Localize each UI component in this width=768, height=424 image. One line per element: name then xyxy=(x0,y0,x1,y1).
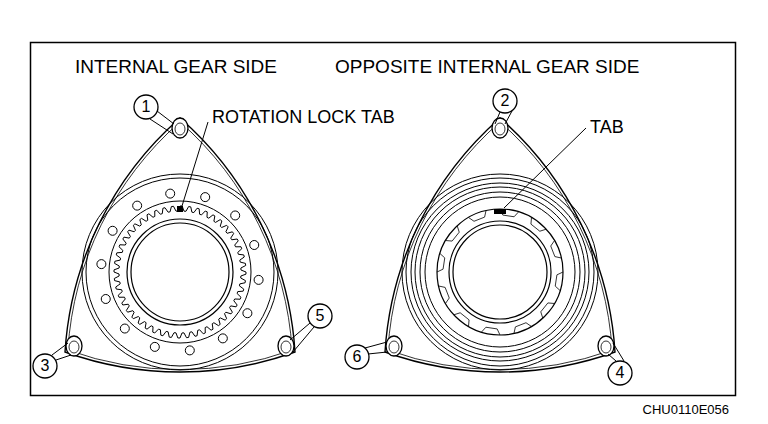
face-ring xyxy=(411,183,589,361)
leader-line xyxy=(157,111,174,124)
internal-gear-teeth xyxy=(114,206,246,338)
bolt-hole xyxy=(133,201,142,210)
bearing-notch xyxy=(481,327,500,335)
apex-seal-inner xyxy=(175,123,185,135)
rotor-opposite-side xyxy=(385,118,615,372)
bore xyxy=(131,223,229,321)
side-heading: INTERNAL GEAR SIDE xyxy=(75,57,277,76)
part-label: ROTATION LOCK TAB xyxy=(212,108,395,126)
bolt-hole xyxy=(243,309,252,318)
bolt-hole xyxy=(150,342,159,351)
bearing-ring xyxy=(437,209,563,335)
leader-line xyxy=(504,128,586,208)
bore xyxy=(453,225,547,319)
bolt-hole xyxy=(185,346,194,355)
bolt-hole xyxy=(250,241,259,250)
callout-circle xyxy=(493,89,517,113)
apex-seal-inner xyxy=(281,341,291,353)
callout-number: 5 xyxy=(316,308,325,324)
bolt-hole xyxy=(101,294,110,303)
face-ring xyxy=(415,187,585,357)
face-ring xyxy=(425,197,575,347)
callout-number: 3 xyxy=(41,358,50,374)
face-ring xyxy=(402,174,598,370)
part-label: TAB xyxy=(590,118,624,136)
bearing-notch xyxy=(514,323,532,334)
face-ring xyxy=(406,178,594,366)
bolt-hole xyxy=(108,226,117,235)
apex-seal-inner xyxy=(69,341,79,353)
figure-code: CHU0110E056 xyxy=(643,403,729,416)
callout-number: 6 xyxy=(353,349,362,365)
gear-ring xyxy=(109,201,251,343)
leader-line xyxy=(293,327,314,352)
face-ring xyxy=(420,192,580,352)
rotor-outline xyxy=(65,118,295,372)
bore xyxy=(127,219,233,325)
bore xyxy=(449,221,551,323)
leader-line xyxy=(290,323,310,340)
bearing-notch xyxy=(555,272,563,291)
bolt-hole xyxy=(166,189,175,198)
bearing-notch xyxy=(469,211,487,222)
leader-line xyxy=(56,355,71,360)
rotor-internal-gear-side xyxy=(65,118,295,372)
callout-circle xyxy=(308,304,332,328)
apex-seal-inner xyxy=(389,341,399,353)
face-ring xyxy=(86,178,274,366)
apex-seal xyxy=(386,336,402,356)
bearing-notch xyxy=(531,217,546,231)
bolt-hole xyxy=(254,275,263,284)
rotor-outline xyxy=(385,118,615,372)
rotation-lock-tab xyxy=(177,206,183,212)
apex-seal xyxy=(172,118,188,138)
leader-line xyxy=(608,354,616,361)
bolt-hole xyxy=(201,193,210,202)
callout-circle xyxy=(134,95,158,119)
bearing-notch xyxy=(445,226,459,241)
callout-number: 1 xyxy=(142,99,151,115)
leader-line xyxy=(365,342,387,348)
bolt-hole xyxy=(97,260,106,269)
apex-seal-inner xyxy=(495,123,505,135)
callout-number: 4 xyxy=(616,365,625,381)
rotor-outline-inner xyxy=(68,122,292,370)
bolt-hole xyxy=(231,211,240,220)
leader-line xyxy=(495,112,500,124)
leader-line xyxy=(150,119,173,134)
bearing-notch xyxy=(541,303,555,318)
apex-seal-inner xyxy=(601,341,611,353)
leader-line xyxy=(182,122,208,206)
apex-seal xyxy=(66,336,82,356)
leader-line xyxy=(52,343,68,355)
face-ring xyxy=(82,174,278,370)
callout-circle xyxy=(608,361,632,385)
leader-line xyxy=(368,352,387,354)
bearing-notch xyxy=(551,241,562,259)
callout-circle xyxy=(33,354,57,378)
apex-seal xyxy=(492,118,508,138)
bearing-notch xyxy=(454,313,469,327)
bolt-hole xyxy=(218,334,227,343)
side-heading: OPPOSITE INTERNAL GEAR SIDE xyxy=(335,57,639,76)
callout-number: 2 xyxy=(501,93,510,109)
callout-circle xyxy=(345,345,369,369)
bolt-hole xyxy=(120,324,129,333)
bearing-notch xyxy=(437,253,445,272)
leader-line xyxy=(613,343,624,361)
bearing-tab xyxy=(494,209,506,214)
apex-seal xyxy=(598,336,614,356)
leader-line xyxy=(505,111,512,124)
rotor-outline-inner xyxy=(388,122,612,370)
frame xyxy=(31,43,736,396)
bearing-notch xyxy=(439,286,450,304)
